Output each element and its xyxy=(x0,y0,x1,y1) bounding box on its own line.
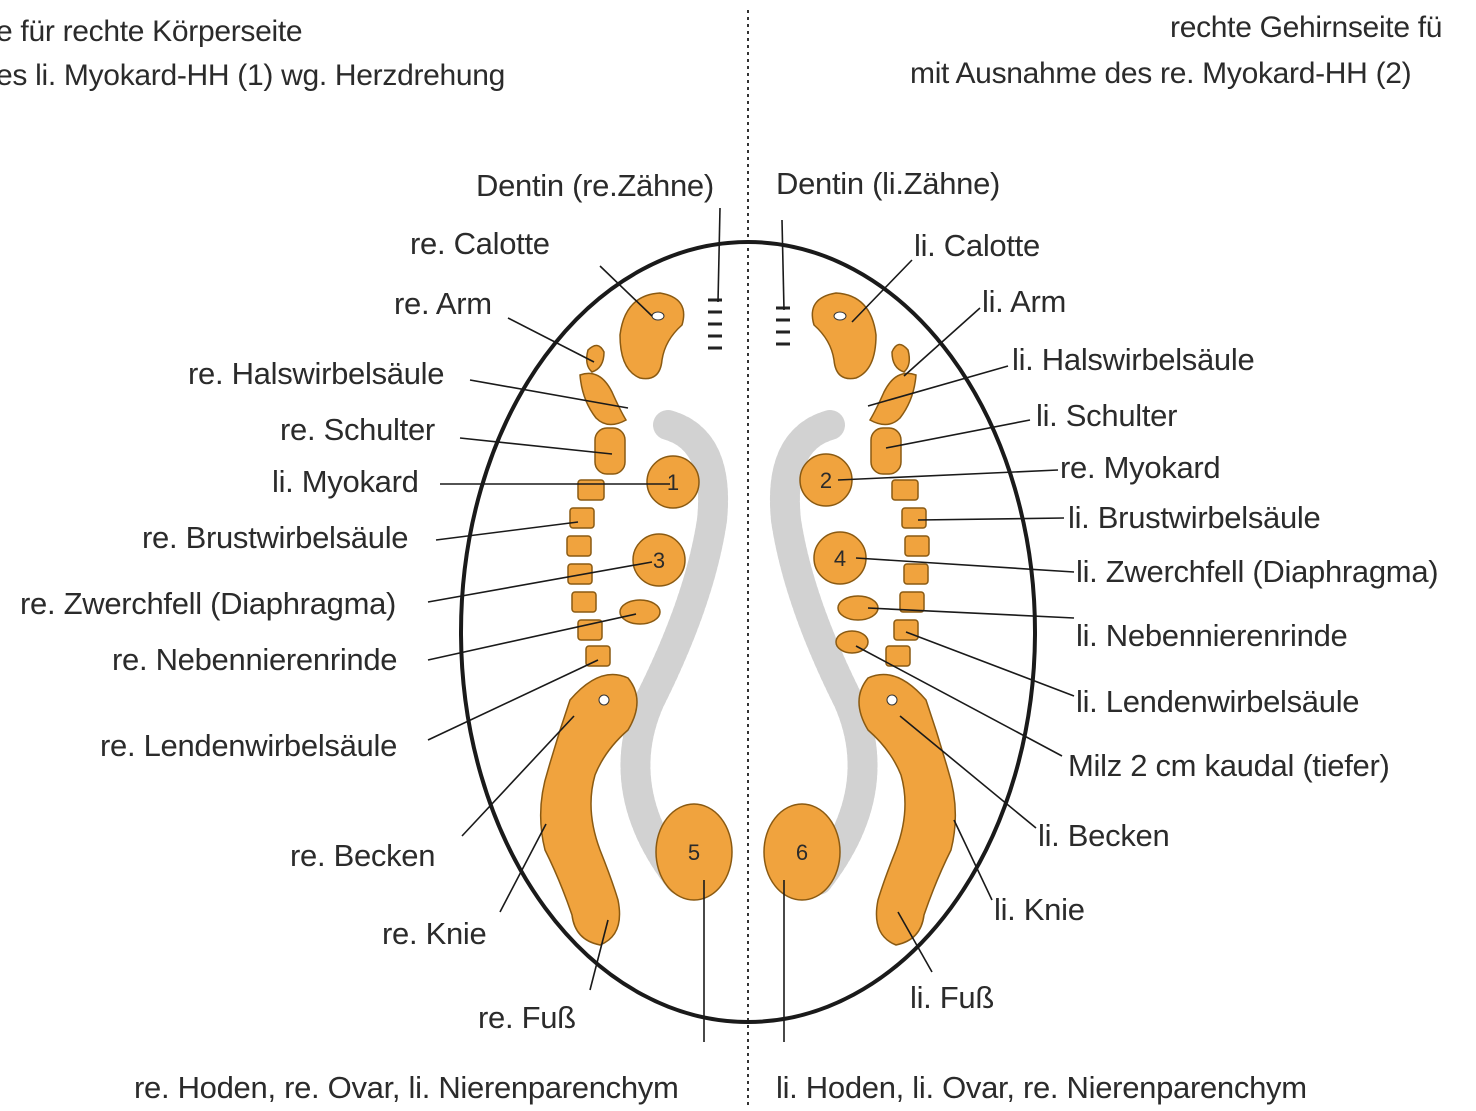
relay-vertebra-right-2 xyxy=(902,508,926,528)
header-left-line1: e für rechte Körperseite xyxy=(0,14,302,50)
label-zwerchfell-left: re. Zwerchfell (Diaphragma) xyxy=(20,586,396,622)
header-right-line1: rechte Gehirnseite fü xyxy=(1170,10,1442,46)
relay-vertebra-right-7 xyxy=(886,646,910,666)
relay-number-3: 3 xyxy=(653,548,665,573)
leader-arm-right xyxy=(904,308,980,376)
label-brustwirbel-left: re. Brustwirbelsäule xyxy=(142,520,408,556)
relay-vertebra-right-4 xyxy=(904,564,928,584)
label-schulter-left: re. Schulter xyxy=(280,412,435,448)
label-knie-left: re. Knie xyxy=(382,916,486,952)
relay-becken-knie-fuss-left xyxy=(541,674,637,945)
label-myokard-left: li. Myokard xyxy=(272,464,419,500)
leader-dentin-right xyxy=(782,220,784,310)
relay-vertebra-right-3 xyxy=(905,536,929,556)
relay-schulter-right xyxy=(871,428,901,474)
label-dentin-left: Dentin (re.Zähne) xyxy=(476,168,714,204)
brain-outline xyxy=(461,242,1035,1022)
label-knie-right: li. Knie xyxy=(994,892,1085,928)
label-calotte-left: re. Calotte xyxy=(410,226,550,262)
relay-vertebra-left-2 xyxy=(570,508,594,528)
label-nebenniere-right: li. Nebennierenrinde xyxy=(1076,618,1347,654)
label-zwerchfell-right: li. Zwerchfell (Diaphragma) xyxy=(1076,554,1438,590)
label-fuss-right: li. Fuß xyxy=(910,980,994,1016)
dot-calotte-right xyxy=(834,312,846,320)
label-bottom-right: li. Hoden, li. Ovar, re. Nierenparenchym xyxy=(776,1070,1307,1106)
leader-zwerchfell-right xyxy=(856,558,1074,572)
dot-becken-right xyxy=(887,695,897,705)
label-halswirbel-left: re. Halswirbelsäule xyxy=(188,356,444,392)
leader-schulter-left xyxy=(460,438,612,454)
label-bottom-left: re. Hoden, re. Ovar, li. Nierenparenchym xyxy=(134,1070,679,1106)
label-dentin-right: Dentin (li.Zähne) xyxy=(776,166,1000,202)
label-arm-right: li. Arm xyxy=(982,284,1066,320)
leader-myokard-right xyxy=(838,470,1058,480)
relay-vertebra-right-1 xyxy=(892,480,918,500)
relay-vertebra-left-5 xyxy=(572,592,596,612)
label-becken-right: li. Becken xyxy=(1038,818,1169,854)
relay-becken-knie-fuss-right xyxy=(859,674,955,945)
label-nebenniere-left: re. Nebennierenrinde xyxy=(112,642,397,678)
label-arm-left: re. Arm xyxy=(394,286,492,322)
relay-number-5: 5 xyxy=(688,840,700,865)
relay-vertebra-left-7 xyxy=(586,646,610,666)
label-halswirbel-right: li. Halswirbelsäule xyxy=(1012,342,1254,378)
header-left-line2: es li. Myokard-HH (1) wg. Herzdrehung xyxy=(0,58,505,94)
label-brustwirbel-right: li. Brustwirbelsäule xyxy=(1068,500,1320,536)
header-right-line2: mit Ausnahme des re. Myokard-HH (2) xyxy=(910,56,1411,92)
label-myokard-right: re. Myokard xyxy=(1060,450,1220,486)
relay-vertebra-left-1 xyxy=(578,480,604,500)
label-becken-left: re. Becken xyxy=(290,838,435,874)
label-fuss-left: re. Fuß xyxy=(478,1000,576,1036)
leader-brustwirbel-left xyxy=(436,522,578,540)
relay-nebenniere-left xyxy=(620,600,660,624)
dot-becken-left xyxy=(599,695,609,705)
leader-knie-right xyxy=(954,820,992,900)
relay-vertebra-left-3 xyxy=(567,536,591,556)
relay-number-4: 4 xyxy=(834,546,846,571)
leader-nebenniere-right xyxy=(868,608,1074,618)
relay-schulter-left xyxy=(595,428,625,474)
leader-calotte-right xyxy=(852,260,912,322)
relay-number-6: 6 xyxy=(796,840,808,865)
label-schulter-right: li. Schulter xyxy=(1036,398,1177,434)
relay-vertebra-right-6 xyxy=(894,620,918,640)
relay-calotte-left xyxy=(620,293,684,379)
leader-dentin-left xyxy=(718,208,720,302)
relay-arm-right xyxy=(892,344,909,372)
dentin-right xyxy=(776,308,790,344)
label-calotte-right: li. Calotte xyxy=(914,228,1040,264)
relay-number-1: 1 xyxy=(667,470,679,495)
leader-schulter-right xyxy=(886,420,1030,448)
relay-number-2: 2 xyxy=(820,468,832,493)
leader-arm-left xyxy=(508,318,594,362)
dentin-left xyxy=(708,300,722,348)
leader-brustwirbel-right xyxy=(918,518,1064,520)
relay-halswirbel-left xyxy=(580,373,626,424)
relay-calotte-right xyxy=(812,293,876,379)
label-lendenwirbel-right: li. Lendenwirbelsäule xyxy=(1076,684,1359,720)
dot-calotte-left xyxy=(652,312,664,320)
label-milz-right: Milz 2 cm kaudal (tiefer) xyxy=(1068,748,1390,784)
label-lendenwirbel-left: re. Lendenwirbelsäule xyxy=(100,728,397,764)
